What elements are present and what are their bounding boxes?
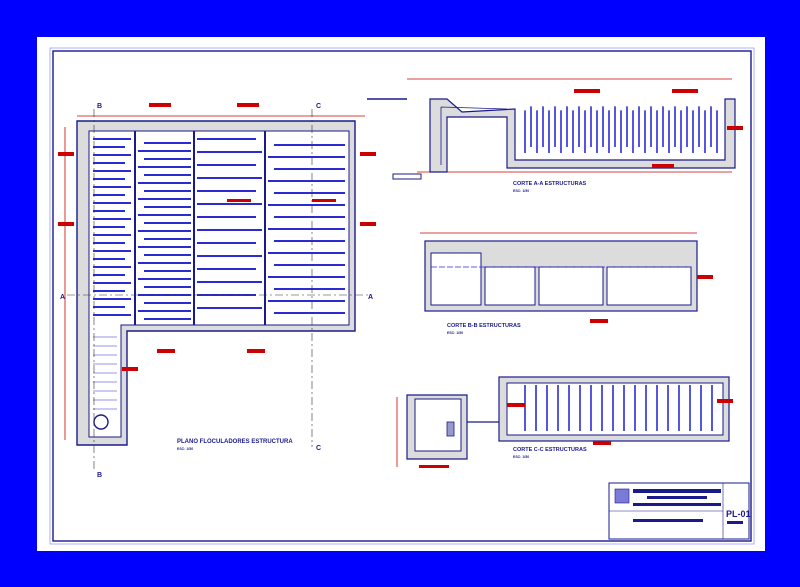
sheet-outer-border [49, 47, 755, 545]
bb-title: CORTE B-B ESTRUCTURAS [447, 323, 521, 329]
aa-scale: ESC: 1/50 [513, 189, 529, 193]
cc-scale: ESC: 1/50 [513, 455, 529, 459]
aa-outlet-pipe [392, 173, 422, 180]
plan-baffles [93, 138, 345, 410]
plan-scale: ESC: 1/50 [177, 447, 193, 451]
project-name-bar [633, 489, 721, 493]
section-mark-c-top: C [316, 103, 321, 110]
aa-baffles [524, 106, 718, 153]
aa-structure [429, 98, 736, 173]
sheet-number: PL-01 [726, 509, 751, 519]
section-bb-view: CORTE B-B ESTRUCTURAS ESC: 1/50 [420, 232, 713, 335]
section-mark-c-bottom: C [316, 445, 321, 452]
bb-cell-3 [538, 266, 604, 306]
dim-tag [149, 103, 171, 107]
plan-title: PLANO FLOCULADORES ESTRUCTURA [177, 439, 293, 445]
sheet-border [52, 50, 752, 542]
cc-baffles [524, 385, 713, 431]
aa-title: CORTE A-A ESTRUCTURAS [513, 181, 587, 187]
project-location-bar [633, 503, 721, 506]
section-mark-b-top: B [97, 103, 102, 110]
section-cc-view: CORTE C-C ESTRUCTURAS ESC: 1/50 [396, 376, 733, 468]
dim-tag [360, 152, 376, 156]
title-block: PL-01 [608, 482, 751, 540]
cc-title: CORTE C-C ESTRUCTURAS [513, 447, 587, 453]
dim-tag [727, 126, 743, 130]
dim-tag [593, 441, 611, 445]
dim-tag [237, 103, 259, 107]
section-mark-b-bottom: B [97, 472, 102, 479]
logo-icon [614, 488, 630, 504]
section-aa-view: CORTE A-A ESTRUCTURAS ESC: 1/50 [367, 78, 743, 193]
project-subtitle-bar [647, 496, 707, 499]
dim-tag [717, 399, 733, 403]
cad-drawing: A A B B C C PLANO FLOCULADORES ESTRUCTUR… [49, 47, 755, 545]
dim-tag [672, 89, 698, 93]
dim-tag [697, 275, 713, 279]
bb-cell-2 [484, 266, 536, 306]
dim-tag [157, 349, 175, 353]
dim-tag [419, 465, 449, 468]
dim-tag [227, 199, 251, 202]
dim-tag [58, 152, 74, 156]
dim-tag [247, 349, 265, 353]
dim-tag [312, 199, 336, 202]
dim-tag [360, 222, 376, 226]
dim-tag [507, 403, 525, 407]
bb-cell-1 [430, 252, 482, 306]
cc-valve [446, 421, 455, 437]
drawing-sheet: A A B B C C PLANO FLOCULADORES ESTRUCTUR… [37, 37, 765, 551]
dim-tag [574, 89, 600, 93]
dim-tag [652, 164, 674, 168]
plan-outlet-circle [93, 414, 109, 430]
cc-tank-inner [506, 382, 724, 436]
drawing-name-bar [633, 519, 703, 522]
dim-tag [58, 222, 74, 226]
bb-scale: ESC: 1/50 [447, 331, 463, 335]
cc-chamber-inner [414, 398, 462, 452]
section-mark-a-left: A [60, 294, 65, 301]
section-mark-a-right: A [368, 294, 373, 301]
dim-tag [590, 319, 608, 323]
aa-inner-lines [440, 106, 508, 165]
sheet-count-bar [727, 521, 743, 524]
dim-tag [122, 367, 138, 371]
plan-view: A A B B C C PLANO FLOCULADORES ESTRUCTUR… [58, 103, 376, 479]
bb-cell-4 [606, 266, 692, 306]
